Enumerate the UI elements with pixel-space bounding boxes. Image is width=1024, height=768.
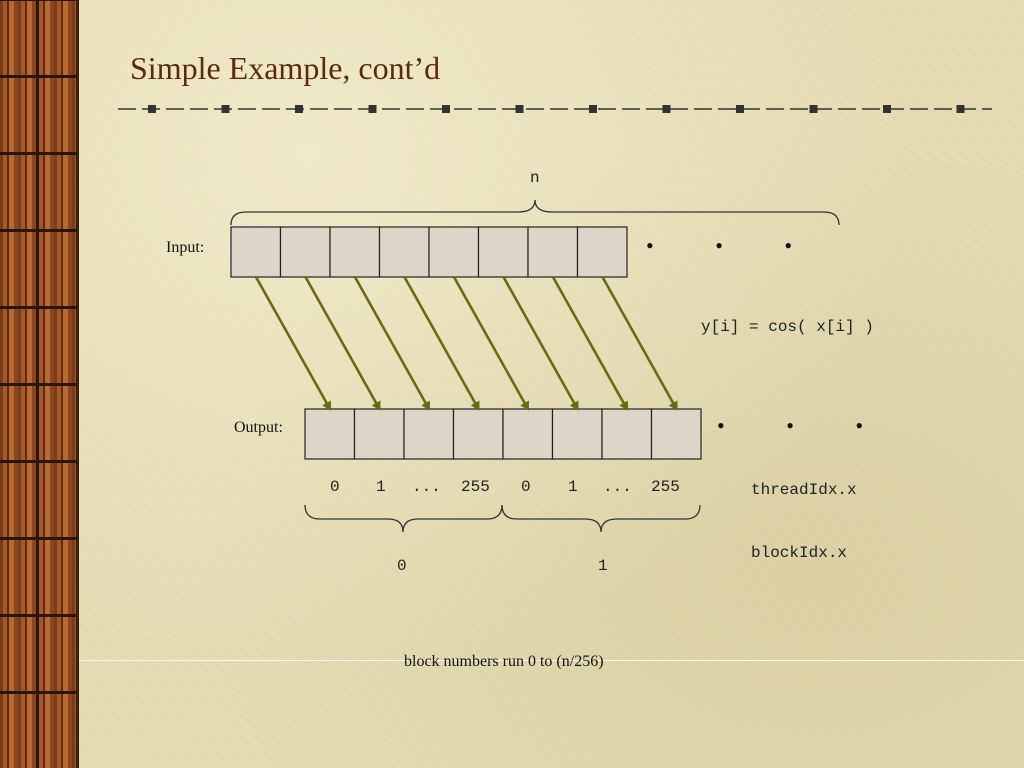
input-array [230,226,628,278]
output-cell [650,408,702,460]
output-cell [353,408,405,460]
rule-marker [809,105,818,113]
footer-rule [79,660,1024,661]
input-cell [230,226,282,278]
block-0-brace [304,504,503,533]
rule-marker [589,105,597,113]
mapping-arrow [601,276,678,411]
mapping-arrow [452,276,530,411]
footer-caption: block numbers run 0 to (n/256) [404,653,604,670]
thread-index: 255 [461,478,490,496]
thread-index: 1 [568,478,578,496]
mapping-arrow [403,276,480,411]
thread-index: 1 [376,478,386,496]
rule-marker [956,105,965,113]
input-cell [576,226,628,278]
thread-index: 0 [330,478,340,496]
wood-border-edge [76,0,79,768]
input-label: Input: [166,239,205,256]
input-cell [279,226,331,278]
rule-marker [736,105,744,113]
output-cell [403,408,455,460]
n-brace [230,199,840,226]
n-label: n [530,169,540,187]
thread-index: ... [412,478,441,496]
rule-marker [515,105,524,113]
output-cell [601,408,653,460]
output-cell [452,408,504,460]
rule-marker [442,105,450,113]
mapping-arrow [304,276,381,411]
title-rule [118,105,992,113]
input-cell [477,226,529,278]
output-label: Output: [234,419,283,436]
output-cell [304,408,356,460]
block-index-0: 0 [397,557,407,575]
input-cell [329,226,381,278]
mapping-arrow [353,276,431,411]
mapping-arrow [551,276,629,411]
mapping-arrow [502,276,579,411]
rule-marker [883,105,891,113]
rule-marker [148,105,156,113]
rule-marker [221,105,230,113]
output-cell [551,408,603,460]
rule-marker [662,105,671,113]
formula: y[i] = cos( x[i] ) [701,318,874,336]
wood-border-seam [36,0,39,768]
output-ellipsis: • • • [717,413,892,438]
output-cell [502,408,554,460]
input-cell [527,226,579,278]
block-label: blockIdx.x [751,544,848,562]
thread-index: 0 [521,478,531,496]
mapping-arrow [254,276,332,411]
rule-marker [295,105,303,113]
output-array [304,408,702,460]
thread-index: ... [603,478,632,496]
mapping-arrows [254,276,678,411]
input-ellipsis: • • • [646,233,821,258]
input-cell [428,226,480,278]
thread-index: 255 [651,478,680,496]
rule-marker [368,105,377,113]
slide-title: Simple Example, cont’d [130,50,441,86]
block-1-brace [501,504,701,533]
block-index-1: 1 [598,557,608,575]
thread-label: threadIdx.x [751,481,857,499]
input-cell [378,226,430,278]
